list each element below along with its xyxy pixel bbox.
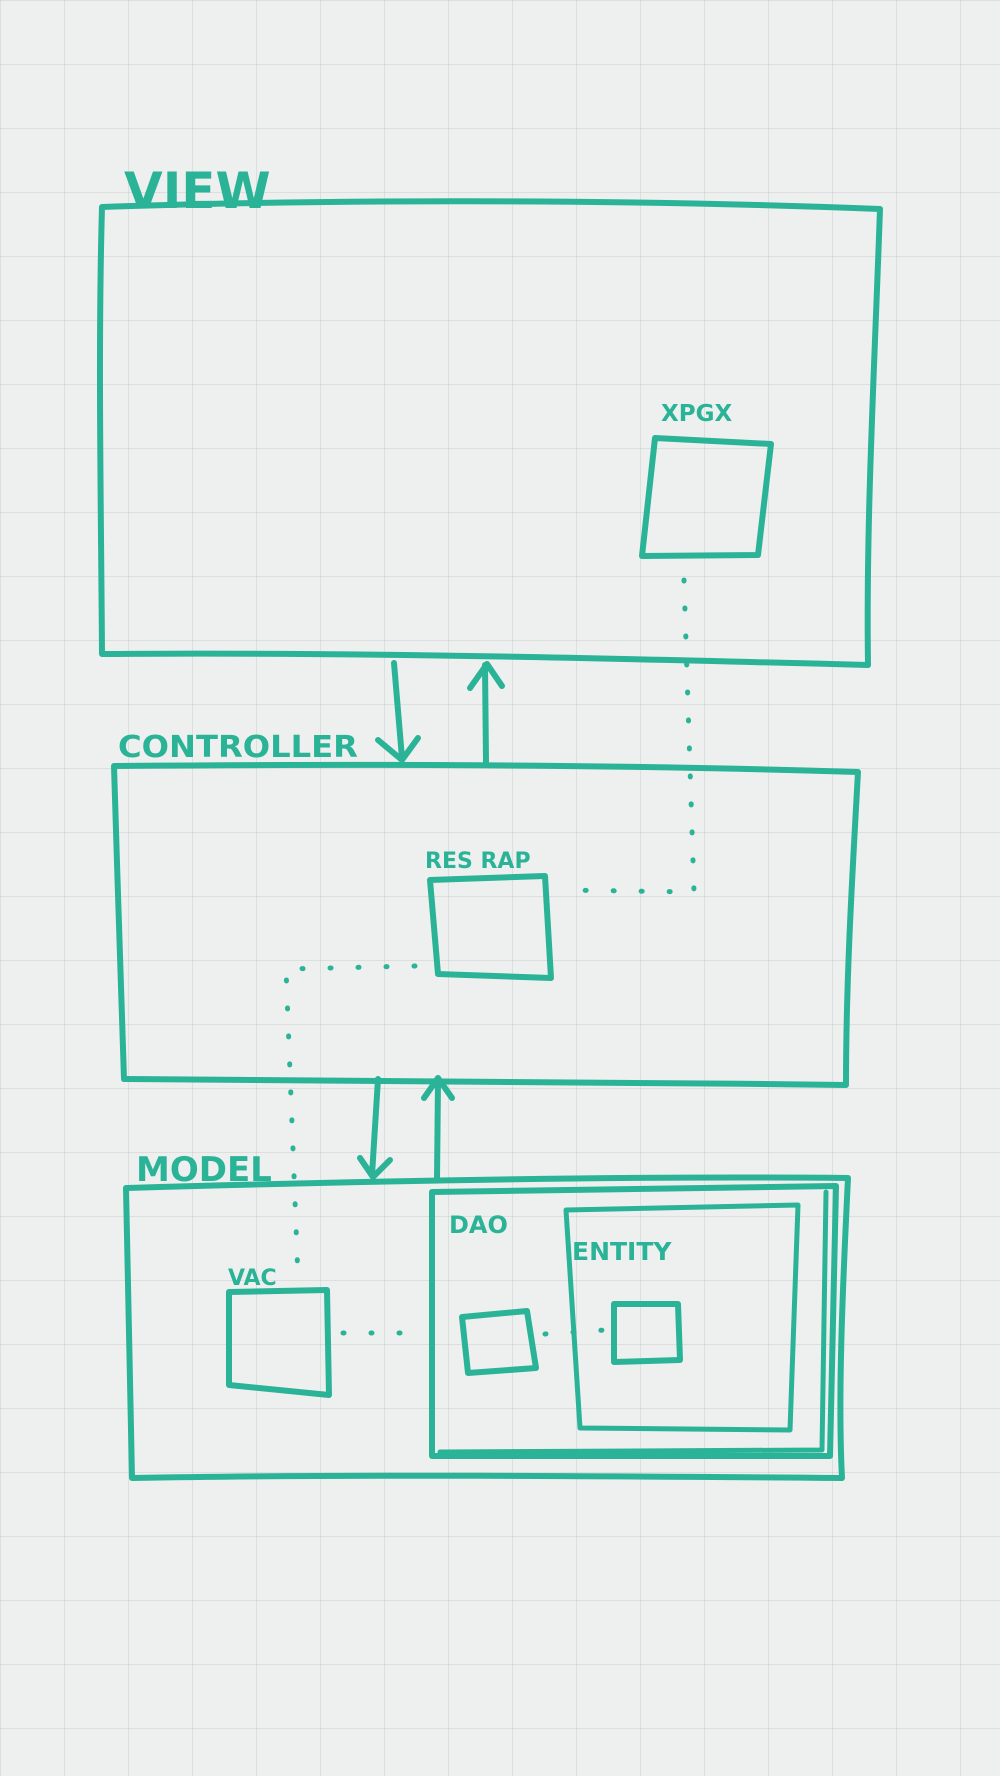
- dao-container-inner-border: [437, 1189, 829, 1455]
- view-controller-arrows: [375, 660, 505, 765]
- view-layer-box: [96, 198, 883, 668]
- xpgx-box: [639, 435, 774, 559]
- model-to-controller-arrow: [421, 1075, 455, 1183]
- vac-component: VAC: [226, 1266, 332, 1398]
- xpgx-to-resrap-connector: [557, 577, 697, 895]
- view-layer-label: VIEW: [124, 162, 271, 220]
- controller-layer-label: CONTROLLER: [118, 730, 358, 765]
- dao-container-box: [429, 1183, 839, 1459]
- xpgx-label: XPGX: [661, 401, 732, 427]
- entity-component-box: [611, 1301, 683, 1365]
- entity-container-box: [563, 1202, 801, 1433]
- resrap-component: RES RAP: [425, 849, 554, 981]
- view-to-controller-arrow: [375, 660, 421, 763]
- view-layer: VIEW XPGX: [96, 162, 883, 668]
- dao-component-box: [459, 1308, 539, 1376]
- model-layer-box: [123, 1174, 851, 1481]
- resrap-box: [427, 873, 554, 981]
- entity-container: ENTITY: [563, 1202, 801, 1433]
- controller-to-view-arrow: [467, 661, 505, 765]
- resrap-label: RES RAP: [425, 849, 531, 874]
- vac-label: VAC: [228, 1266, 277, 1291]
- resrap-to-vac-connector: [283, 963, 418, 1281]
- xpgx-component: XPGX: [639, 401, 774, 559]
- controller-layer: CONTROLLER RES RAP: [111, 730, 861, 1088]
- entity-label: ENTITY: [572, 1237, 672, 1266]
- controller-model-arrows: [357, 1075, 455, 1183]
- vac-box: [226, 1287, 332, 1398]
- dotted-connectors: [283, 577, 697, 1337]
- model-layer: MODEL VAC DAO ENTITY: [123, 1150, 851, 1481]
- dao-label: DAO: [449, 1211, 508, 1239]
- dao-container: DAO: [429, 1183, 839, 1459]
- dao-to-entity-connector: [542, 1327, 608, 1337]
- controller-to-model-arrow: [357, 1076, 393, 1180]
- controller-layer-box: [111, 761, 861, 1088]
